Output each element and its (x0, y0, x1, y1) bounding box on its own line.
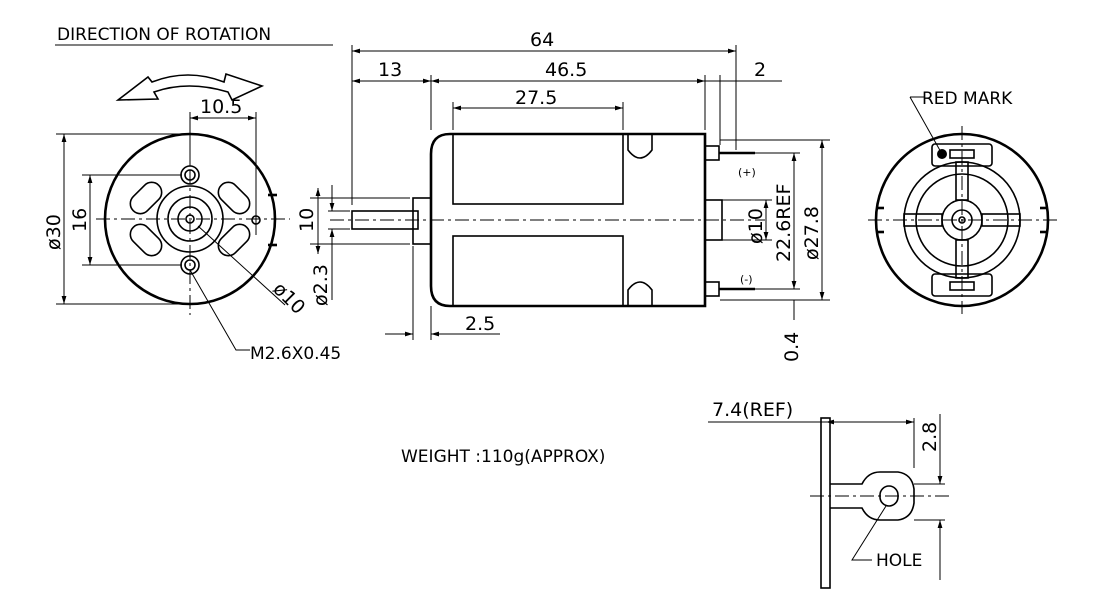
dim-boss-height: 10 (296, 208, 318, 232)
front-view (96, 120, 290, 315)
dim-bearing-diameter: ø10 (268, 278, 309, 319)
dim-body-length: 46.5 (545, 59, 587, 81)
dim-flange-thickness: 2.5 (465, 313, 495, 335)
dim-rear-boss-diameter: ø10 (745, 208, 767, 244)
hole-label: HOLE (876, 551, 922, 571)
terminal-negative-label: (-) (740, 273, 753, 286)
red-mark-label: RED MARK (922, 89, 1013, 109)
dim-mount-spacing: 16 (69, 208, 91, 232)
side-view (330, 132, 765, 308)
dim-terminal-gap: 0.4 (781, 332, 803, 362)
side-view-dimensions (310, 45, 830, 340)
dim-terminal-ref: 22.6REF (773, 184, 795, 262)
weight-label: WEIGHT :110g(APPROX) (401, 447, 605, 467)
rotation-arrow-icon (115, 72, 265, 102)
dim-shaft-diameter: ø2.3 (310, 264, 332, 306)
terminal-positive-label: (+) (738, 166, 756, 179)
dim-terminal-width: 2.8 (919, 422, 941, 452)
front-view-dimensions (56, 112, 286, 351)
dim-hole-spacing: 10.5 (200, 96, 242, 118)
dim-body-diameter: ø30 (43, 214, 65, 250)
dim-tail-length: 2 (754, 59, 766, 81)
rear-view (868, 96, 1058, 314)
terminal-detail (708, 414, 950, 589)
dim-overall-length: 64 (530, 29, 554, 51)
screw-label: M2.6X0.45 (250, 344, 341, 364)
dim-terminal-ref-length: 7.4(REF) (712, 399, 793, 421)
dim-end-cap-diameter: ø27.8 (801, 206, 823, 260)
dim-magnet-length: 27.5 (515, 87, 557, 109)
dim-shaft-length: 13 (378, 59, 402, 81)
title: DIRECTION OF ROTATION (57, 25, 271, 45)
